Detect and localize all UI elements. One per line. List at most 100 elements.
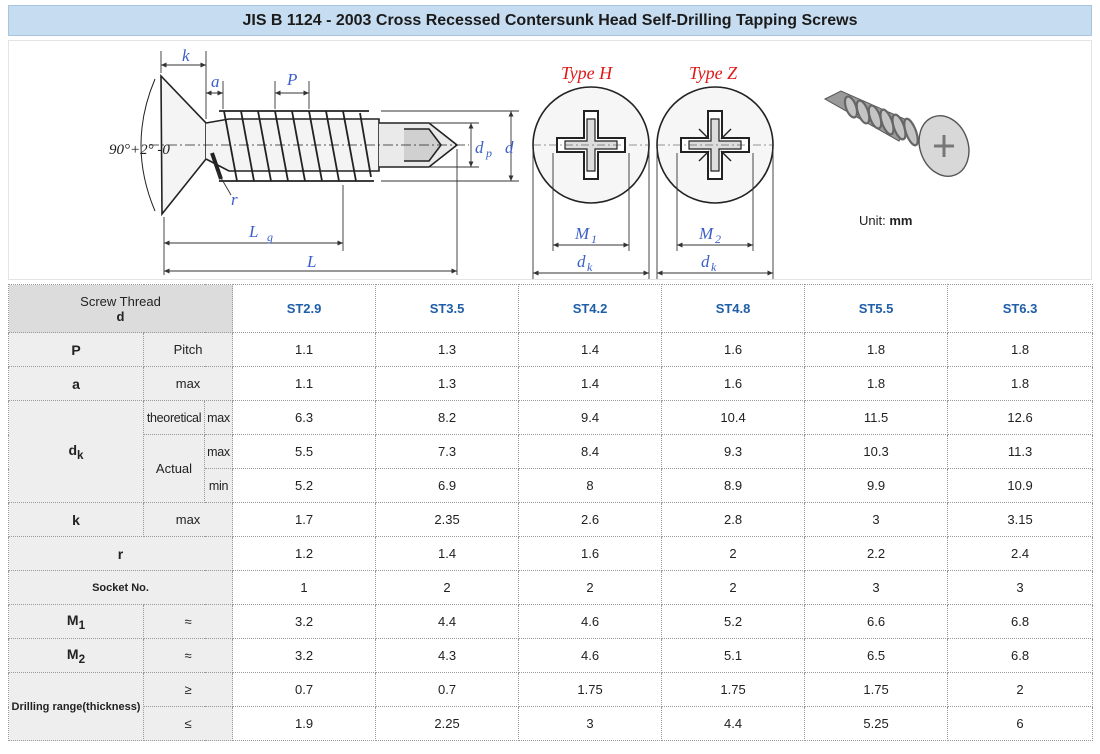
- m1-symbol-sub: 1: [78, 618, 86, 632]
- m1-symbol: M: [66, 611, 79, 628]
- table-cell: 1.6: [661, 332, 806, 367]
- m2-label: M: [698, 224, 714, 243]
- table-cell: 4.4: [661, 706, 806, 741]
- thread-header-line1: Screw Thread: [80, 293, 161, 309]
- row-desc: ≥: [142, 672, 234, 707]
- dk-symbol-sub: k: [77, 448, 84, 462]
- lg-sub: g: [267, 230, 273, 244]
- table-cell: 2.8: [661, 502, 806, 537]
- m2-symbol-sub: 2: [78, 652, 86, 666]
- table-row: k max 1.7 2.35 2.6 2.8 3 3.15: [8, 502, 1094, 537]
- k-label: k: [182, 46, 190, 65]
- table-cell: 5.1: [661, 638, 806, 673]
- table-cell: 3: [804, 570, 949, 605]
- l-label: L: [306, 252, 316, 271]
- table-cell: 3.2: [232, 604, 377, 639]
- table-cell: 8.9: [661, 468, 806, 503]
- screw-drawing: 90°+2° -0: [109, 46, 970, 279]
- table-cell: 5.25: [804, 706, 949, 741]
- table-cell: 6.9: [375, 468, 520, 503]
- dk-sub-z: k: [711, 260, 717, 274]
- header-row: Screw Thread d ST2.9 ST3.5 ST4.2 ST4.8 S…: [7, 284, 1094, 333]
- table-row: ≤ 1.9 2.25 3 4.4 5.25 6: [9, 706, 1094, 741]
- table-cell: 2.35: [375, 502, 520, 537]
- angle-label: 90°+2° -0: [109, 142, 170, 158]
- table-cell: 10.3: [804, 434, 949, 469]
- table-cell: 2: [375, 570, 520, 605]
- table-cell: 4.6: [518, 638, 663, 673]
- table-cell: 1.2: [232, 536, 377, 571]
- table-cell: 1.8: [804, 366, 949, 401]
- thread-header-line2: d: [116, 308, 125, 324]
- table-cell: 1.1: [232, 332, 377, 367]
- theoretical-label: theoretical: [143, 400, 205, 435]
- table-row: Drilling range(thickness) ≥ 0.7 0.7 1.75…: [8, 672, 1094, 741]
- table-cell: 6: [947, 706, 1094, 741]
- page-title: JIS B 1124 - 2003 Cross Recessed Conters…: [8, 5, 1092, 36]
- size-header: ST6.3: [947, 284, 1094, 333]
- p-label: P: [286, 70, 297, 89]
- table-cell: 8.2: [375, 400, 520, 435]
- table-cell: 1.75: [804, 672, 949, 707]
- table-cell: 1.1: [232, 366, 377, 401]
- table-cell: 1.7: [232, 502, 377, 537]
- table-cell: 5.2: [232, 468, 377, 503]
- row-symbol: a: [8, 366, 144, 401]
- type-z-label: Type Z: [689, 63, 738, 83]
- table-cell: 1.6: [661, 366, 806, 401]
- unit-value: mm: [889, 213, 913, 228]
- table-cell: 2: [661, 536, 806, 571]
- table-cell: 3.2: [232, 638, 377, 673]
- m2-symbol: M: [66, 645, 79, 662]
- type-z-head: [656, 86, 774, 204]
- dk-sub-h: k: [587, 260, 593, 274]
- table-cell: 6.8: [947, 604, 1094, 639]
- table-cell: 3: [947, 570, 1094, 605]
- unit-prefix: Unit:: [859, 213, 890, 228]
- row-desc: ≈: [142, 604, 234, 639]
- table-cell: 10.9: [947, 468, 1094, 503]
- type-h-head: [532, 86, 650, 204]
- drilling-range-label: Drilling range(thickness): [8, 672, 144, 741]
- type-h-label: Type H: [561, 63, 613, 83]
- table-cell: 1.9: [232, 706, 377, 741]
- table-row: a max 1.1 1.3 1.4 1.6 1.8 1.8: [8, 366, 1094, 401]
- row-desc: max: [142, 366, 234, 401]
- table-cell: 11.5: [804, 400, 949, 435]
- table-cell: 9.9: [804, 468, 949, 503]
- actual-min-label: min: [203, 468, 234, 503]
- m2-sub: 2: [715, 232, 721, 246]
- table-cell: 3.15: [947, 502, 1094, 537]
- table-cell: 1.75: [518, 672, 663, 707]
- table-cell: 3: [518, 706, 663, 741]
- m1-label: M: [574, 224, 590, 243]
- table-cell: 1.4: [518, 366, 663, 401]
- d-label: d: [505, 138, 514, 157]
- table-cell: 1.75: [661, 672, 806, 707]
- table-row: P Pitch 1.1 1.3 1.4 1.6 1.8 1.8: [8, 332, 1094, 367]
- table-cell: 5.5: [232, 434, 377, 469]
- table-cell: 1.4: [375, 536, 520, 571]
- table-cell: 3: [804, 502, 949, 537]
- row-symbol: P: [8, 332, 144, 367]
- screw-side-view: [149, 73, 469, 217]
- theoretical-max-label: max: [203, 400, 234, 435]
- table-cell: 1.6: [518, 536, 663, 571]
- row-symbol: Socket No.: [7, 570, 234, 605]
- table-cell: 4.3: [375, 638, 520, 673]
- thread-header: Screw Thread d: [7, 284, 234, 333]
- table-cell: 1.3: [375, 332, 520, 367]
- technical-drawing: 90°+2° -0: [8, 40, 1092, 280]
- table-cell: 2.25: [375, 706, 520, 741]
- table-cell: 10.4: [661, 400, 806, 435]
- row-desc: Pitch: [142, 332, 234, 367]
- row-desc: ≈: [142, 638, 234, 673]
- spec-table: Screw Thread d ST2.9 ST3.5 ST4.2 ST4.8 S…: [7, 284, 1094, 741]
- table-cell: 2.4: [947, 536, 1094, 571]
- table-row: Socket No. 1 2 2 2 3 3: [7, 570, 1094, 605]
- table-cell: 1.8: [947, 332, 1094, 367]
- table-cell: 5.2: [661, 604, 806, 639]
- unit-label: Unit: mm: [859, 213, 912, 228]
- row-symbol-dk: dk: [8, 400, 144, 503]
- table-row: min 5.2 6.9 8 8.9 9.9 10.9: [9, 468, 1094, 503]
